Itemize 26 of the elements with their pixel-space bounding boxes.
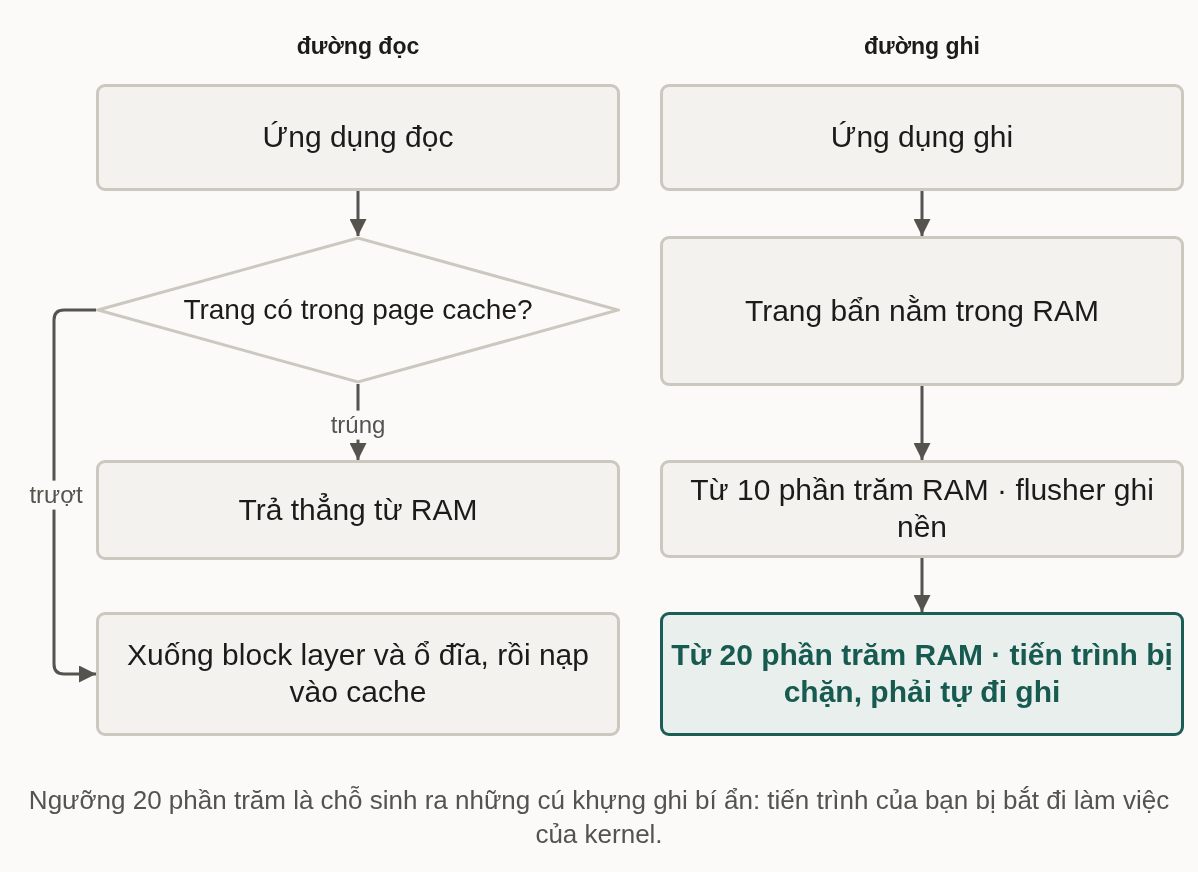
edge-label: trượt (27, 480, 85, 510)
arrow (913, 558, 931, 612)
process-box (660, 84, 1184, 191)
decision-diamond (96, 236, 620, 384)
caption: Ngưỡng 20 phần trăm là chỗ sinh ra những cú khựng ghi bí ẩn: tiến trình của bạn bị bắt đi làm việc của kernel. (27, 784, 1171, 851)
node-text: Trả thẳng từ RAM (238, 491, 478, 528)
arrow (349, 384, 367, 460)
process-box (660, 236, 1184, 386)
node-text: Từ 20 phần trăm RAM · tiến trình bị chặn, phải tự đi ghi (671, 637, 1173, 710)
node-text: Ứng dụng ghi (830, 119, 1014, 156)
process-box (660, 460, 1184, 558)
arrow (349, 191, 367, 236)
arrow (913, 191, 931, 236)
column-heading: đường ghi (864, 32, 980, 60)
node-text: Trang bẩn nằm trong RAM (744, 292, 1100, 329)
arrow (913, 386, 931, 460)
process-box (96, 612, 620, 736)
column-heading: đường đọc (296, 32, 420, 60)
process-box (96, 460, 620, 560)
node-text: Ứng dụng đọc (262, 119, 454, 156)
node-text: Từ 10 phần trăm RAM · flusher ghi nền (689, 472, 1155, 545)
node-text: Trang có trong page cache? (183, 292, 533, 327)
arrow (52, 308, 96, 683)
node-text: Xuống block layer và ổ đĩa, rồi nạp vào cache (126, 637, 590, 710)
highlighted-box (660, 612, 1184, 736)
process-box (96, 84, 620, 191)
